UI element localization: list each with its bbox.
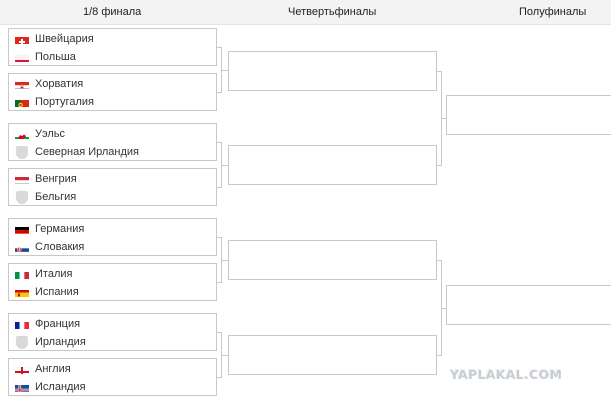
match-semifinal[interactable] [446, 285, 611, 325]
iceland-flag-icon [15, 382, 29, 392]
team-row[interactable]: Германия [15, 220, 84, 238]
team-row[interactable]: Венгрия [15, 170, 77, 188]
team-name: Польша [35, 51, 76, 63]
bracket-connector [217, 142, 222, 143]
slovakia-flag-icon [15, 242, 29, 252]
hungary-flag-icon [15, 174, 29, 184]
team-name: Хорватия [35, 78, 84, 90]
bracket-connector [217, 282, 222, 283]
team-name: Швейцария [35, 33, 94, 45]
bracket-connector [217, 187, 222, 188]
spain-flag-icon [15, 287, 29, 297]
france-flag-icon [15, 319, 29, 329]
watermark-logo: YAPLAKAL.COM [450, 367, 563, 382]
switzerland-flag-icon [15, 34, 29, 44]
team-name: Уэльс [35, 128, 66, 140]
germany-flag-icon [15, 224, 29, 234]
team-row[interactable]: Уэльс [15, 125, 65, 143]
placeholder-shield-icon [16, 335, 28, 349]
team-row[interactable]: Франция [15, 315, 80, 333]
round-label-r16: 1/8 финала [83, 6, 142, 18]
team-row[interactable]: Польша [15, 48, 76, 66]
bracket-connector [217, 332, 222, 333]
match-quarterfinal[interactable] [228, 335, 437, 375]
match-quarterfinal[interactable] [228, 240, 437, 280]
match-quarterfinal[interactable] [228, 51, 437, 91]
bracket-connector [221, 70, 228, 71]
team-row[interactable]: Бельгия [15, 188, 76, 206]
rounds-header: 1/8 финала Четвертьфиналы Полуфиналы [0, 0, 611, 25]
team-row[interactable]: Исландия [15, 378, 86, 396]
bracket-connector [441, 118, 446, 119]
team-row[interactable]: Швейцария [15, 30, 94, 48]
team-name: Исландия [35, 381, 86, 393]
bracket-connector [217, 47, 222, 48]
team-name: Португалия [35, 96, 94, 108]
bracket-connector [441, 308, 446, 309]
placeholder-shield-icon [16, 145, 28, 159]
team-name: Италия [35, 268, 73, 280]
bracket-connector [217, 377, 222, 378]
team-row[interactable]: Северная Ирландия [15, 143, 139, 161]
match-quarterfinal[interactable] [228, 145, 437, 185]
team-row[interactable]: Англия [15, 360, 71, 378]
team-row[interactable]: Словакия [15, 238, 84, 256]
team-name: Испания [35, 286, 79, 298]
match-semifinal[interactable] [446, 95, 611, 135]
bracket-connector [437, 165, 442, 166]
italy-flag-icon [15, 269, 29, 279]
team-name: Англия [35, 363, 71, 375]
team-name: Ирландия [35, 336, 86, 348]
bracket-connector [217, 237, 222, 238]
poland-flag-icon [15, 52, 29, 62]
team-row[interactable]: Ирландия [15, 333, 86, 351]
bracket-connector [437, 355, 442, 356]
team-row[interactable]: Италия [15, 265, 72, 283]
placeholder-shield-icon [16, 190, 28, 204]
team-name: Венгрия [35, 173, 77, 185]
bracket-connector [217, 92, 222, 93]
bracket-connector [221, 355, 228, 356]
team-name: Северная Ирландия [35, 146, 140, 158]
bracket-connector [437, 71, 442, 72]
croatia-flag-icon [15, 79, 29, 89]
team-name: Бельгия [35, 191, 77, 203]
team-row[interactable]: Португалия [15, 93, 94, 111]
bracket-connector [221, 165, 228, 166]
bracket-connector [221, 260, 228, 261]
england-flag-icon [15, 364, 29, 374]
team-name: Германия [35, 223, 85, 235]
team-name: Словакия [35, 241, 85, 253]
team-row[interactable]: Хорватия [15, 75, 83, 93]
team-name: Франция [35, 318, 81, 330]
round-label-semifinals: Полуфиналы [519, 6, 587, 18]
portugal-flag-icon [15, 97, 29, 107]
team-row[interactable]: Испания [15, 283, 79, 301]
bracket-connector [437, 260, 442, 261]
wales-flag-icon [15, 129, 29, 139]
round-label-quarterfinals: Четвертьфиналы [288, 6, 377, 18]
